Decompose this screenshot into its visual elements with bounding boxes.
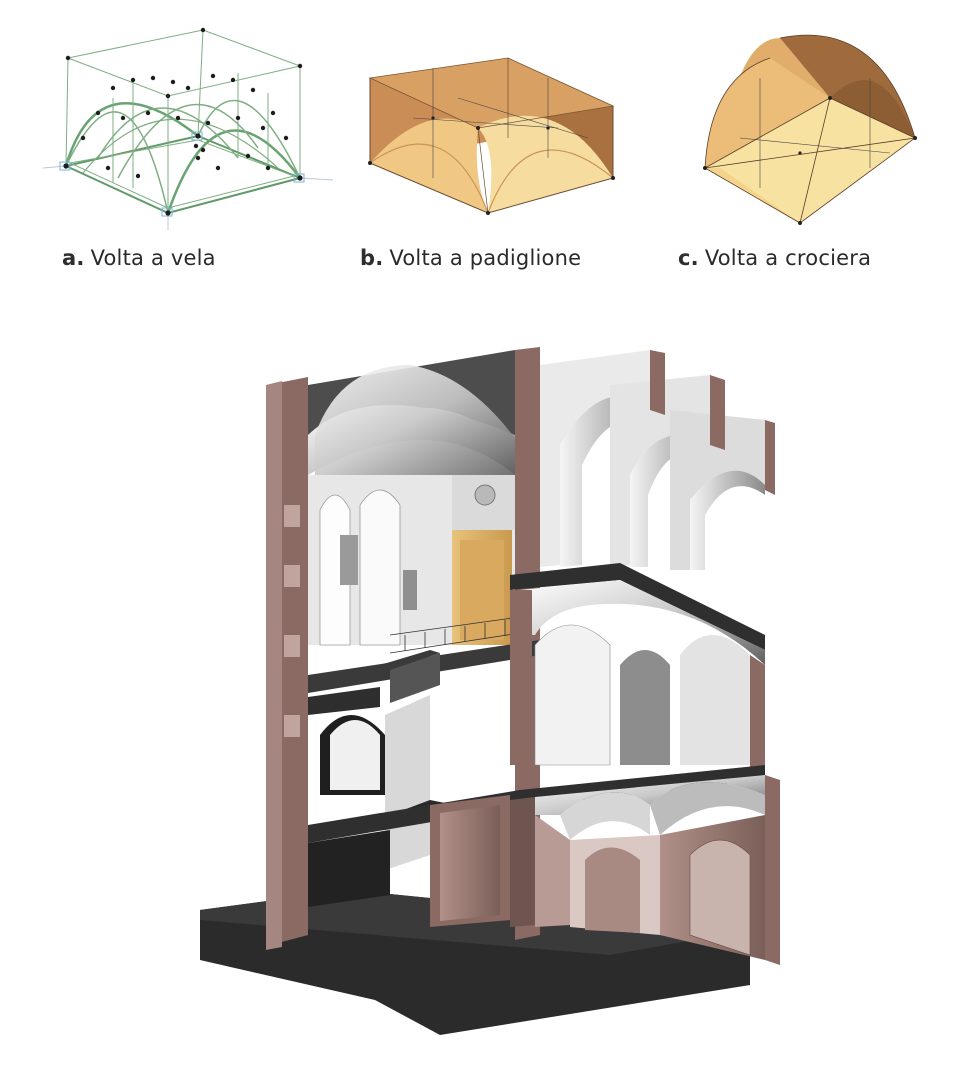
caption-b: b.Volta a padiglione (360, 246, 581, 270)
wireframe-sail-vault-icon (42, 27, 334, 230)
caption-a: a.Volta a vela (62, 246, 216, 270)
caption-c: c.Volta a crociera (678, 246, 871, 270)
building-section-image (200, 347, 780, 1035)
vault-c-figure (680, 18, 950, 233)
caption-c-label: Volta a crociera (704, 246, 872, 270)
caption-a-letter: a. (62, 246, 85, 270)
caption-b-label: Volta a padiglione (389, 246, 582, 270)
cloister-vault-model-icon (368, 57, 615, 215)
vault-b-figure (358, 18, 628, 233)
caption-b-letter: b. (360, 246, 384, 270)
caption-c-letter: c. (678, 246, 699, 270)
cross-vault-model-icon (703, 34, 917, 225)
building-section-drawing (190, 335, 790, 1060)
vault-a-figure (38, 18, 338, 233)
caption-a-label: Volta a vela (90, 246, 216, 270)
